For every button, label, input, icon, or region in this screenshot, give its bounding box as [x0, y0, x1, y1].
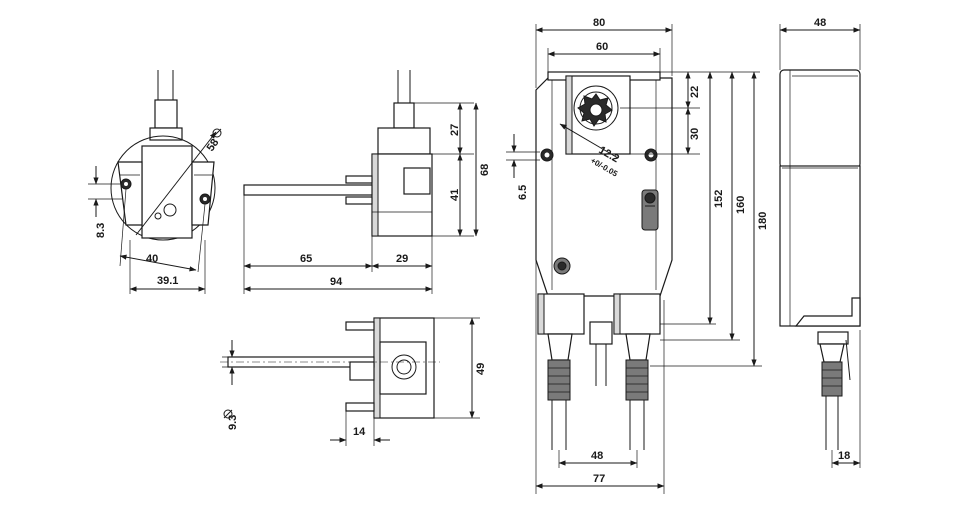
- dim-68: 68: [479, 164, 491, 176]
- dim-152: 152: [713, 190, 725, 208]
- dim-30: 30: [689, 128, 701, 140]
- actuator-side-view: 48 18: [779, 17, 861, 468]
- dim-40: 40: [146, 253, 158, 265]
- dim-22: 22: [689, 86, 701, 98]
- dim-77: 77: [593, 473, 605, 485]
- adapter-side-view: 27 41 68 65 29 94: [243, 70, 491, 294]
- dim-48-side: 48: [814, 17, 826, 29]
- dim-60: 60: [596, 41, 608, 53]
- dim-48-bottom: 48: [591, 450, 603, 462]
- dim-94: 94: [330, 276, 343, 288]
- clamp-view: 58 8.3 40 39.1: [88, 70, 222, 294]
- dim-8-3: 8.3: [95, 223, 107, 238]
- dim-27: 27: [449, 124, 461, 136]
- dim-65: 65: [300, 253, 312, 265]
- dim-39-1: 39.1: [157, 275, 178, 287]
- dim-41: 41: [449, 189, 461, 201]
- dim-14: 14: [353, 426, 366, 438]
- dim-58: 58: [205, 137, 222, 154]
- dim-29: 29: [396, 253, 408, 265]
- dim-18: 18: [838, 450, 850, 462]
- dim-180: 180: [757, 212, 769, 230]
- dim-80: 80: [593, 17, 605, 29]
- dim-58-value: 58: [205, 137, 222, 154]
- dim-160: 160: [735, 196, 747, 214]
- actuator-front-view: 80 60 22 30 152 160: [506, 17, 769, 494]
- dim-9-3: 9.3: [227, 415, 239, 430]
- adapter-bottom-view: 49 9.3 14: [220, 317, 487, 446]
- dim-6-5: 6.5: [517, 185, 529, 200]
- dim-49: 49: [475, 363, 487, 375]
